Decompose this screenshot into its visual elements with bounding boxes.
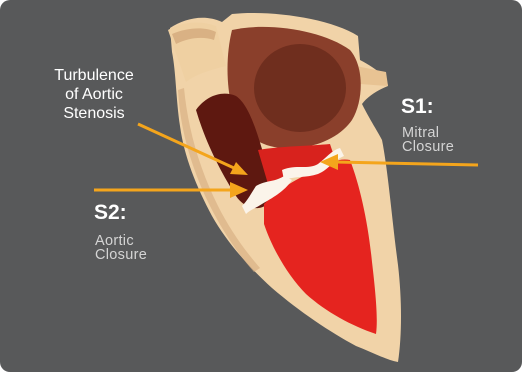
s2-title: S2: <box>94 202 127 224</box>
left-atrium-shade <box>254 44 346 132</box>
s2-subtitle: Aortic Closure <box>95 234 147 262</box>
s1-subtitle: Mitral Closure <box>402 126 454 154</box>
turbulence-label: Turbulence of Aortic Stenosis <box>34 66 154 123</box>
s1-title: S1: <box>401 96 434 118</box>
